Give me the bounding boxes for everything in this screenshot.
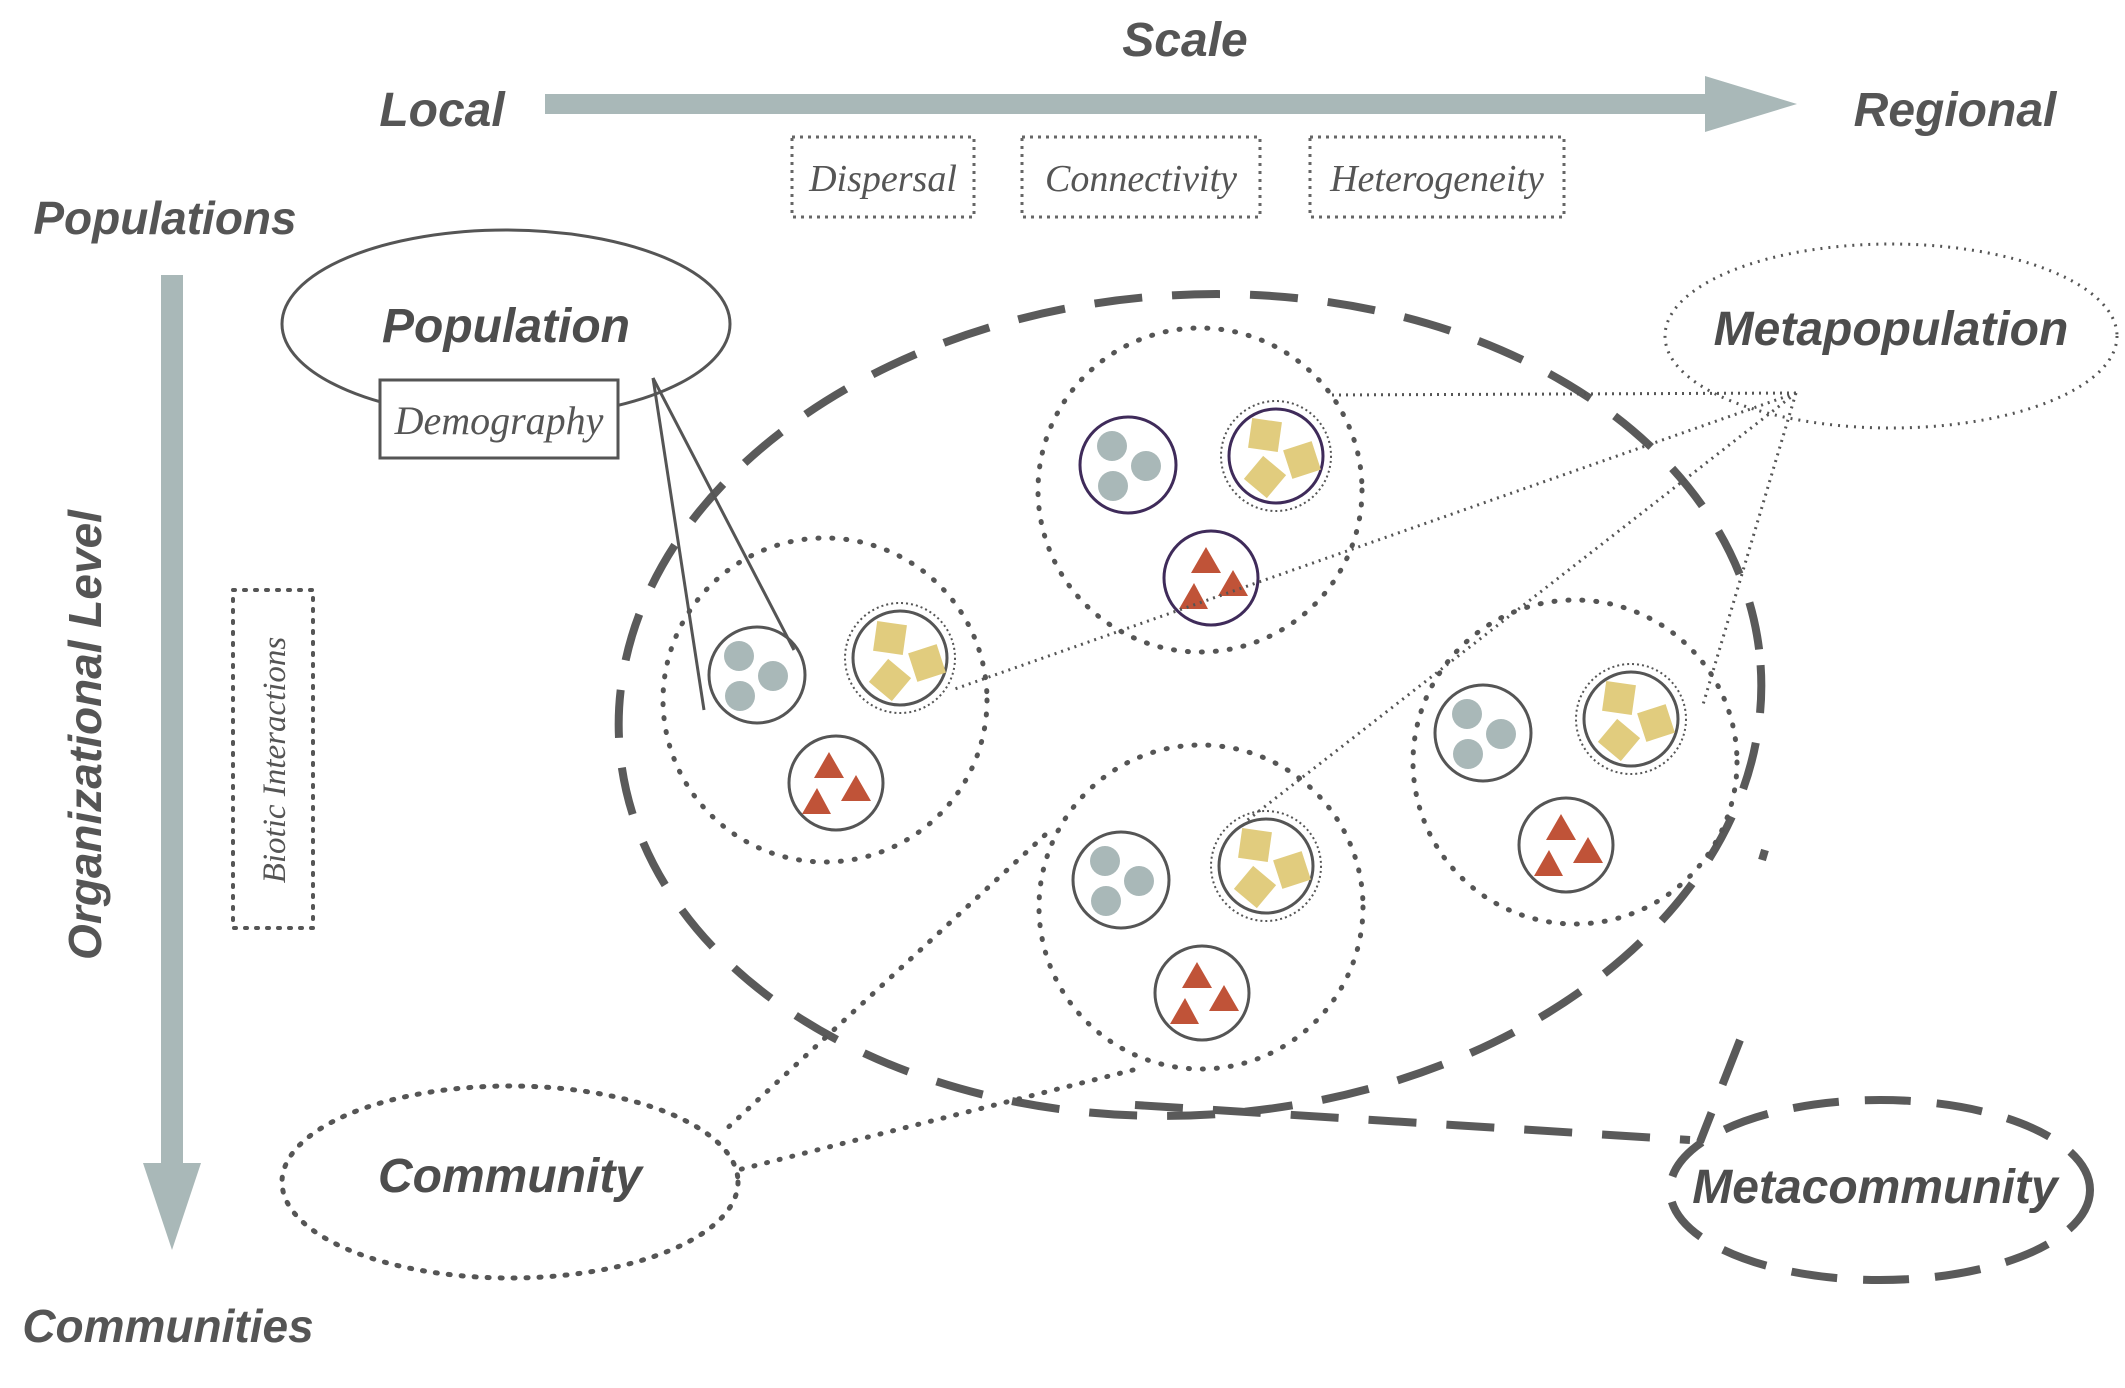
demography-label: Demography	[394, 398, 604, 443]
process-box-dispersal: Dispersal	[790, 135, 976, 219]
demography-box	[378, 378, 620, 460]
species-patch-gray	[1071, 830, 1171, 930]
community-ellipse	[279, 1083, 741, 1281]
scale-axis-arrowhead	[1705, 76, 1797, 132]
metacommunity-connector	[1134, 848, 1769, 1144]
process-box-biotic-interactions: Biotic Interactions	[231, 588, 315, 930]
metapopulation-ellipse	[1663, 242, 2119, 430]
org-axis-title: Organizational Level	[59, 509, 111, 960]
scale-axis-shaft	[545, 94, 1705, 114]
species-patch-red	[1517, 796, 1615, 894]
local-community-4	[1410, 597, 1740, 927]
species-patch-yellow	[1575, 663, 1687, 775]
community-label: Community	[378, 1150, 644, 1203]
local-community-2	[1035, 325, 1365, 655]
species-patch-gray	[1078, 415, 1178, 515]
community-node: Community	[279, 1083, 741, 1281]
metapopulation-node: Metapopulation	[1663, 242, 2119, 430]
process-box-connectivity: Connectivity	[1020, 135, 1262, 219]
population-callout	[651, 377, 796, 711]
species-patch-red	[787, 734, 885, 832]
scale-axis-title: Scale	[1122, 14, 1247, 67]
species-patch-yellow	[1210, 810, 1322, 922]
metacommunity-ellipse	[1666, 1096, 2094, 1284]
org-axis-shaft	[161, 275, 183, 1165]
metacommunity-label: Metacommunity	[1692, 1161, 2060, 1214]
metacommunity-node: Metacommunity	[1666, 1096, 2094, 1284]
population-label: Population	[382, 300, 630, 353]
scale-axis-right-label: Regional	[1854, 84, 2058, 137]
org-axis-top-label: Populations	[33, 192, 296, 244]
species-patch-yellow	[844, 602, 956, 714]
species-patch-gray	[1433, 683, 1533, 783]
population-node: Population Demography	[280, 228, 732, 460]
scale-axis: Scale Local Regional	[379, 14, 2058, 137]
local-community-1	[660, 535, 990, 865]
org-axis: Populations Communities Organizational L…	[22, 192, 313, 1352]
community-links	[719, 832, 1136, 1175]
scale-axis-left-label: Local	[379, 84, 506, 137]
species-patch-gray	[707, 625, 807, 725]
org-axis-arrowhead	[143, 1163, 201, 1250]
process-label-heterogeneity: Heterogeneity	[1329, 158, 1544, 200]
metapopulation-links	[951, 391, 1798, 824]
metapopulation-label: Metapopulation	[1714, 303, 2069, 356]
metacommunity-boundary	[614, 290, 1766, 1120]
process-label-connectivity: Connectivity	[1045, 158, 1237, 200]
local-community-3	[1036, 742, 1366, 1072]
species-patch-red	[1153, 944, 1251, 1042]
species-patch-red	[1162, 529, 1260, 627]
species-patch-yellow	[1220, 400, 1332, 512]
process-box-heterogeneity: Heterogeneity	[1308, 135, 1566, 219]
org-axis-bottom-label: Communities	[22, 1300, 313, 1352]
process-label-dispersal: Dispersal	[808, 158, 957, 200]
process-label-biotic-interactions: Biotic Interactions	[257, 637, 293, 884]
